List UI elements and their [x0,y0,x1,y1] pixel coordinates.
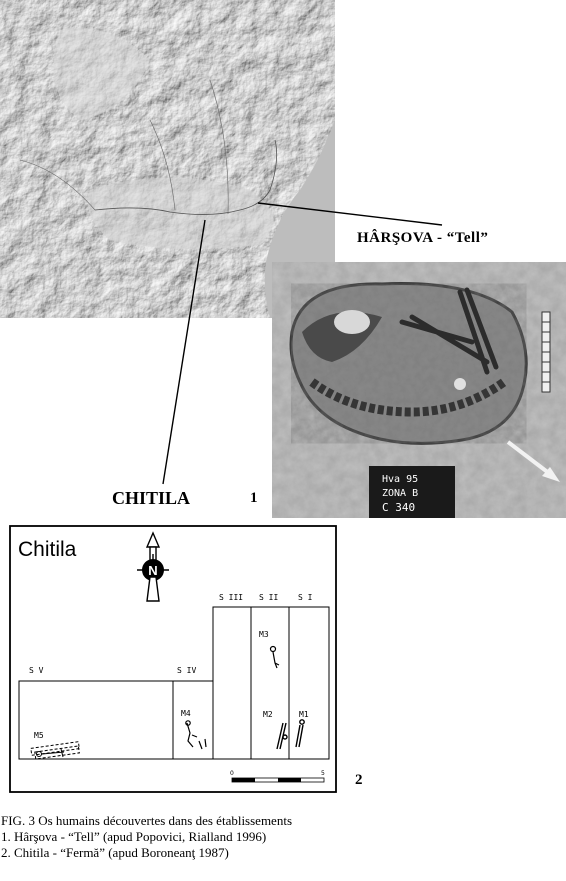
photo-tag-line2: ZONA B [382,488,418,499]
excavation-photo-image: Hva 95 ZONA B C 340 [272,262,566,518]
burial-label-m5: M5 [34,731,44,740]
excavation-photo: Hva 95 ZONA B C 340 [272,262,566,518]
photo-tag-board [369,466,455,518]
burial-m4-sketch [185,720,207,750]
north-arrow-icon: N [137,531,169,602]
section-label-s-iv: S IV [177,666,196,675]
section-label-s-i: S I [298,593,313,602]
burial-m1-sketch [295,719,305,748]
burial-label-m2: M2 [263,710,273,719]
caption-line-3: 2. Chitila - “Fermă” (apud Boroneanţ 198… [1,845,229,860]
trench-s-i [288,606,330,760]
photo-tag-line3: C 340 [382,501,415,514]
photo-tag-line1: Hva 95 [382,474,418,485]
burial-m5-sketch [30,741,80,760]
burial-m3-sketch [269,645,280,669]
burial-label-m3: M3 [259,630,269,639]
figure-part-number-2: 2 [355,772,363,788]
figure-caption: FIG. 3 Os humains découvertes dans des é… [1,813,292,861]
caption-line-2: 1. Hârşova - “Tell” (apud Popovici, Rial… [1,829,267,844]
scale-label-end: 5 [321,770,325,777]
label-chitila: CHITILA [112,488,191,508]
scale-label-start: 0 [230,770,234,777]
scale-bar: 0 5 [230,770,325,783]
section-label-s-ii: S II [259,593,278,602]
label-harsova: HÂRŞOVA - “Tell” [357,230,489,246]
section-label-s-iii: S III [219,593,243,602]
burial-label-m1: M1 [299,710,309,719]
burial-label-m4: M4 [181,709,191,718]
chitila-site-plan: Chitila N S V S IV S III S II S I M5 M4 … [9,525,337,793]
north-letter: N [148,563,157,578]
burial-m2-sketch [276,722,288,750]
figure-part-number-1: 1 [250,490,258,506]
site-plan-drawing: Chitila N S V S IV S III S II S I M5 M4 … [9,525,337,793]
section-label-s-v: S V [29,666,44,675]
plan-title: Chitila [18,538,77,561]
caption-line-1: FIG. 3 Os humains découvertes dans des é… [1,813,293,828]
